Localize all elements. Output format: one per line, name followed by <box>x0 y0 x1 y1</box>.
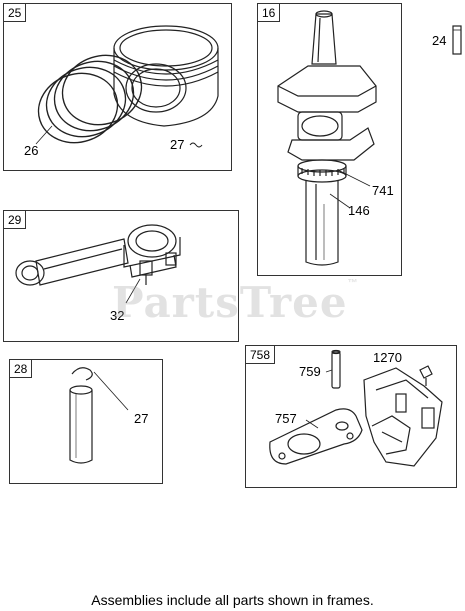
callout-1270[interactable]: 1270 <box>373 350 402 365</box>
governor-assembly-drawing <box>269 349 443 467</box>
piston-rings-drawing <box>35 25 219 148</box>
frame-tag-29[interactable]: 29 <box>3 210 27 229</box>
callout-26[interactable]: 26 <box>24 143 39 158</box>
frame-tag-25[interactable]: 25 <box>3 3 27 22</box>
assemblies-note: Assemblies include all parts shown in fr… <box>91 592 374 608</box>
crankshaft-drawing <box>277 10 377 266</box>
piston-pin-drawing <box>69 367 129 464</box>
frame-piston-pin: 28 27 <box>9 359 163 484</box>
callout-759[interactable]: 759 <box>299 364 321 379</box>
callout-757[interactable]: 757 <box>275 411 297 426</box>
callout-27-pin-clip[interactable]: 27 <box>134 411 149 426</box>
frame-piston: 25 26 27 <box>3 3 232 171</box>
frame-crankshaft: 16 741 146 <box>257 3 402 276</box>
frame-connecting-rod: 29 32 <box>3 210 239 342</box>
frame-tag-28[interactable]: 28 <box>9 359 33 378</box>
frame-governor-assembly: 758 759 1270 757 <box>245 345 457 488</box>
callout-146[interactable]: 146 <box>348 203 370 218</box>
callout-27-ring-clip[interactable]: 27 <box>170 137 185 152</box>
callout-741[interactable]: 741 <box>372 183 394 198</box>
piston-rings-set <box>37 54 143 144</box>
frame-tag-16[interactable]: 16 <box>257 3 281 22</box>
callout-32[interactable]: 32 <box>110 308 125 323</box>
callout-24[interactable]: 24 <box>432 33 447 48</box>
piston-drawing <box>113 25 219 127</box>
connecting-rod-drawing <box>15 224 181 304</box>
frame-tag-758[interactable]: 758 <box>245 345 276 364</box>
partstree-watermark: PartsTree™ <box>112 278 359 327</box>
